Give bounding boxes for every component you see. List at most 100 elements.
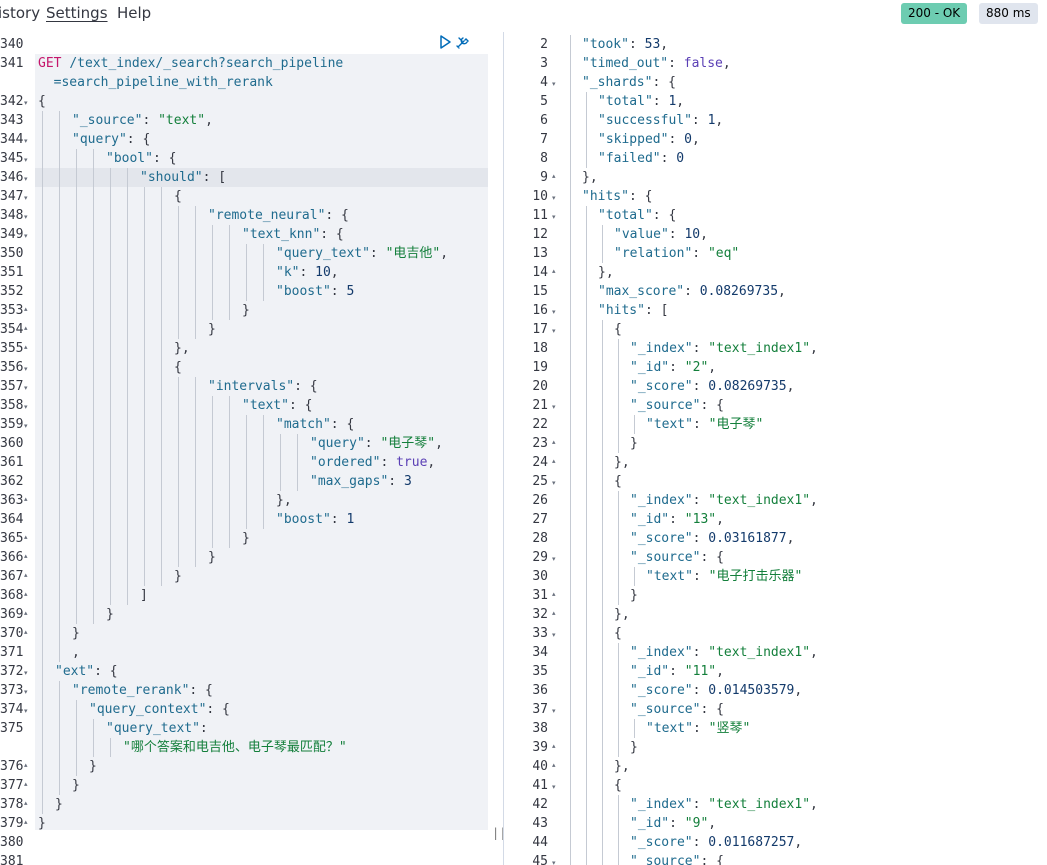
indent-guide [586,111,587,130]
fold-caret-down-icon[interactable]: ▾ [552,403,556,411]
fold-caret-up-icon[interactable]: ▴ [552,457,556,465]
fold-caret-up-icon[interactable]: ▴ [24,533,28,541]
pane-resize-handle[interactable]: || [492,826,507,840]
fold-caret-down-icon[interactable]: ▾ [552,479,556,487]
fold-caret-up-icon[interactable]: ▴ [24,761,28,769]
fold-caret-down-icon[interactable]: ▾ [552,80,556,88]
code-token: , [708,360,717,375]
indent-guide [586,206,587,225]
fold-caret-down-icon[interactable]: ▾ [552,859,556,865]
code-line: "_id": "11", [630,662,724,681]
indent-guide [59,586,60,605]
indent-guide [42,187,43,206]
indent-guide [93,320,94,339]
fold-caret-up-icon[interactable]: ▴ [552,590,556,598]
indent-guide [110,206,111,225]
response-viewer[interactable]: 2"took": 53,3"timed_out": false,4▾"_shar… [503,32,1047,865]
indent-guide [586,301,587,320]
fold-caret-down-icon[interactable]: ▾ [552,327,556,335]
code-token: "remote_neural" [208,208,326,223]
indent-guide [195,491,196,510]
fold-caret-up-icon[interactable]: ▴ [24,552,28,560]
indent-guide [263,263,264,282]
fold-caret-down-icon[interactable]: ▾ [24,175,28,183]
indent-guide [195,510,196,529]
fold-caret-down-icon[interactable]: ▾ [552,194,556,202]
fold-caret-down-icon[interactable]: ▾ [24,194,28,202]
code-token: "_score" [630,379,693,394]
indent-guide [93,738,94,757]
fold-caret-down-icon[interactable]: ▾ [24,99,28,107]
indent-guide [59,168,60,187]
fold-caret-up-icon[interactable]: ▴ [24,799,28,807]
indent-guide [110,301,111,320]
fold-caret-up-icon[interactable]: ▴ [24,305,28,313]
fold-caret-down-icon[interactable]: ▾ [24,688,28,696]
fold-caret-up-icon[interactable]: ▴ [552,761,556,769]
fold-caret-down-icon[interactable]: ▾ [552,213,556,221]
indent-guide [144,320,145,339]
indent-guide [161,225,162,244]
fold-caret-down-icon[interactable]: ▾ [24,213,28,221]
fold-caret-down-icon[interactable]: ▾ [552,783,556,791]
code-token: : [692,835,709,850]
fold-caret-down-icon[interactable]: ▾ [552,308,556,316]
fold-caret-up-icon[interactable]: ▴ [24,628,28,636]
code-token: "max_gaps" [310,474,389,489]
indent-guide [59,263,60,282]
menu-help[interactable]: Help [117,4,152,22]
menu-settings[interactable]: Settings [46,4,108,22]
indent-guide [570,111,571,130]
fold-caret-up-icon[interactable]: ▴ [24,590,28,598]
fold-caret-down-icon[interactable]: ▾ [24,384,28,392]
fold-caret-down-icon[interactable]: ▾ [552,631,556,639]
fold-caret-down-icon[interactable]: ▾ [24,137,28,145]
line-number: 9 [540,170,548,185]
fold-caret-up-icon[interactable]: ▴ [24,343,28,351]
fold-caret-up-icon[interactable]: ▴ [24,495,28,503]
code-line: "max_gaps": 3 [310,472,412,491]
fold-caret-down-icon[interactable]: ▾ [24,669,28,677]
indent-guide [76,225,77,244]
fold-caret-down-icon[interactable]: ▾ [552,707,556,715]
indent-guide [59,244,60,263]
indent-guide [59,225,60,244]
code-line: } [630,586,638,605]
indent-guide [586,605,587,624]
fold-caret-down-icon[interactable]: ▾ [24,156,28,164]
fold-caret-down-icon[interactable]: ▾ [24,707,28,715]
fold-caret-down-icon[interactable]: ▾ [24,365,28,373]
play-icon[interactable] [437,34,453,50]
fold-caret-up-icon[interactable]: ▴ [552,172,556,180]
fold-caret-down-icon[interactable]: ▾ [552,555,556,563]
code-token: 53 [644,37,661,52]
code-token: , [794,835,803,850]
fold-caret-down-icon[interactable]: ▾ [24,422,28,430]
code-token: "query_text" [106,721,200,736]
code-token: : { [700,854,724,865]
fold-caret-up-icon[interactable]: ▴ [552,742,556,750]
fold-caret-up-icon[interactable]: ▴ [24,571,28,579]
indent-guide [229,396,230,415]
fold-caret-up-icon[interactable]: ▴ [24,780,28,788]
fold-caret-up-icon[interactable]: ▴ [552,267,556,275]
line-number: 379 [0,816,24,831]
indent-guide [618,358,619,377]
wrench-icon[interactable] [455,34,471,50]
code-token: 0 [676,151,685,166]
menu-history[interactable]: istory [0,4,41,22]
fold-caret-up-icon[interactable]: ▴ [24,818,28,826]
indent-guide [127,244,128,263]
fold-caret-up-icon[interactable]: ▴ [552,438,556,446]
fold-caret-up-icon[interactable]: ▴ [24,609,28,617]
fold-caret-up-icon[interactable]: ▴ [552,609,556,617]
fold-caret-down-icon[interactable]: ▾ [24,403,28,411]
code-token: }, [614,455,630,470]
code-token: : [652,94,669,109]
indent-guide [229,491,230,510]
indent-guide [42,301,43,320]
fold-caret-up-icon[interactable]: ▴ [24,324,28,332]
fold-caret-down-icon[interactable]: ▾ [24,232,28,240]
indent-guide [570,168,571,187]
